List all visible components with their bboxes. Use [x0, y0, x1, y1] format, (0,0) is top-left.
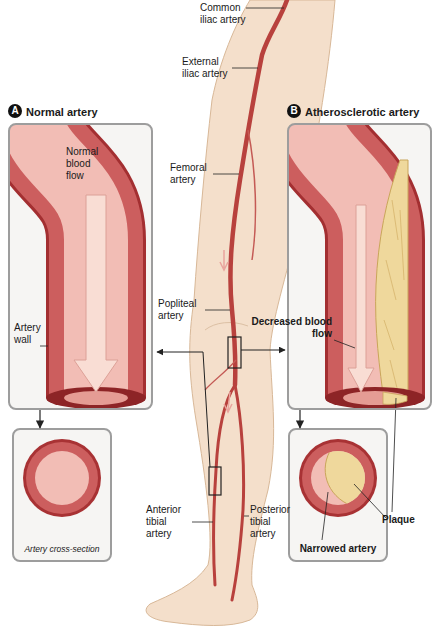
branch-vessel: [205, 360, 236, 390]
flow-label: Decreased blood flow: [250, 316, 332, 340]
pointer-line: [157, 352, 210, 467]
cross-section-box: Artery cross-section: [12, 428, 112, 562]
artery-wall-ring: [26, 442, 98, 514]
artery-name: Anterior tibial artery: [146, 504, 192, 540]
vessel-lumen: [309, 124, 375, 398]
blood-flow-arrow: [74, 195, 118, 392]
normal-vessel: [30, 124, 146, 409]
panel-letter: A: [8, 104, 22, 118]
section-arrow: [299, 410, 300, 428]
artery-wall-ring: [302, 442, 374, 514]
anterior-tibial-vessel: [213, 385, 235, 585]
artery-ring: [299, 439, 377, 517]
flow-label: Normal blood flow: [66, 146, 106, 182]
flow-arrow: [224, 392, 232, 412]
artery-lumen: [35, 451, 89, 505]
vessel-opening: [325, 387, 425, 409]
panel-background: [289, 429, 387, 561]
artery-name: Femoral artery: [170, 162, 212, 186]
artery-name: Common iliac artery: [200, 2, 246, 26]
plaque-opening: [383, 392, 407, 404]
section-marker: [228, 337, 241, 368]
leader-line: [392, 398, 396, 512]
leader-line: [213, 174, 239, 175]
vessel-opening-lumen: [64, 391, 128, 405]
artery-name: Posterior tibial artery: [250, 504, 298, 540]
plaque: [325, 446, 372, 506]
artery-name: External iliac artery: [182, 56, 232, 80]
part-label: Plaque: [382, 514, 432, 526]
branch-vessel: [248, 130, 255, 260]
blood-flow-arrow: [348, 205, 374, 392]
vessel-wall: [309, 124, 375, 398]
artery-panel: Atherosclerotic artery: [287, 123, 432, 410]
leader-line: [246, 8, 284, 9]
artery-name: Popliteal artery: [158, 298, 204, 322]
main-artery: [230, 0, 287, 385]
panel-letter: B: [287, 104, 301, 118]
leader-line: [334, 340, 355, 348]
plaque-texture: [384, 200, 404, 392]
artery-ring: [23, 439, 101, 517]
leader-line: [244, 516, 249, 517]
leader-line: [192, 522, 213, 523]
vessel-edge: [309, 124, 375, 398]
panel-heading: Atherosclerotic artery: [305, 106, 419, 118]
leader-line: [40, 346, 48, 347]
box-caption: Artery cross-section: [14, 544, 110, 554]
leader-line: [205, 310, 230, 311]
plaque: [376, 160, 408, 402]
pointer-line: [241, 350, 285, 351]
section-marker: [209, 467, 221, 495]
atherosclerotic-vessel: [309, 124, 425, 409]
knee-line: [205, 323, 248, 330]
box-caption: Narrowed artery: [290, 543, 386, 554]
leader-line: [354, 484, 386, 518]
leader-line: [232, 68, 258, 69]
section-arrow: [39, 410, 40, 428]
panel-heading: Normal artery: [26, 106, 98, 118]
cross-section-box: Narrowed artery: [288, 428, 388, 562]
panel-background: [13, 429, 111, 561]
vessel-opening-lumen: [343, 391, 407, 405]
part-label: Artery wall: [14, 322, 48, 346]
posterior-tibial-vessel: [232, 385, 244, 600]
flow-arrow: [220, 250, 228, 270]
leader-line: [322, 492, 328, 540]
